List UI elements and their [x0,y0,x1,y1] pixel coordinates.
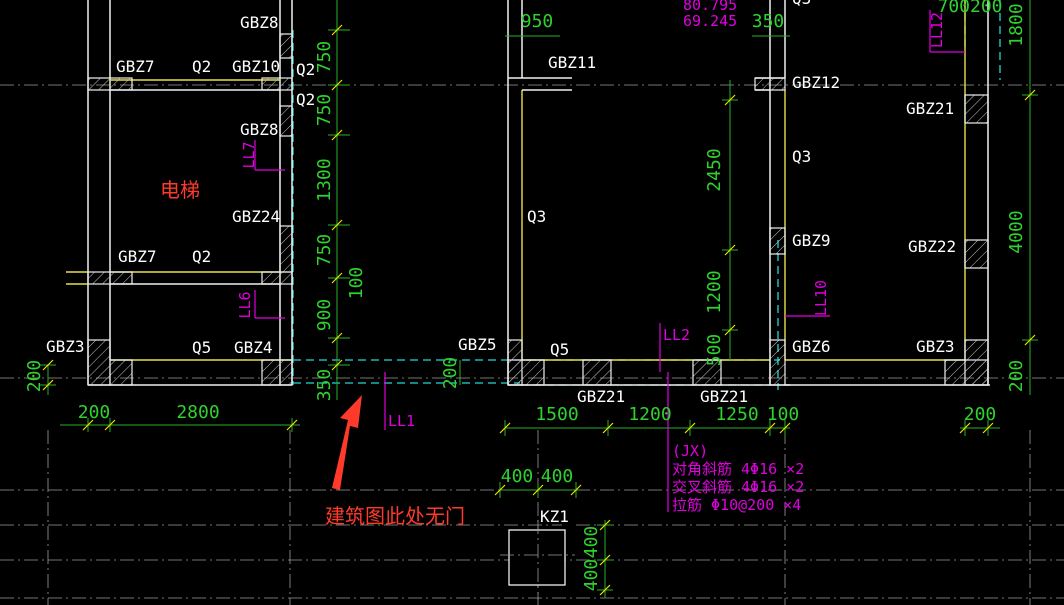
grid-lines [0,84,1064,605]
dim-200-h: 200 [78,402,111,423]
walls [66,0,990,386]
label-gbz24: GBZ24 [232,207,280,226]
label-q2-side-a: Q2 [296,60,315,79]
label-gbz10: GBZ10 [232,57,280,76]
label-gbz7-top: GBZ7 [116,57,155,76]
dim-200-left: 200 [24,360,45,393]
dim-200-mid: 200 [440,357,461,390]
label-gbz8-mid: GBZ8 [240,120,279,139]
dim-1500: 1500 [535,404,578,425]
dim-400c: 400 [581,526,602,559]
beam-note-line2: 交叉斜筋 4Φ16 ×2 [672,478,804,496]
beam-note-title: (JX) [672,442,708,460]
beam-ll7: LL7 [240,141,258,168]
label-gbz7-mid: GBZ7 [118,247,157,266]
dim-400b: 400 [541,466,574,487]
dim-1250: 1250 [715,404,758,425]
label-q3-right: Q3 [792,147,811,166]
label-gbz6: GBZ6 [792,337,831,356]
dim-400a: 400 [501,466,534,487]
axis-lines [292,0,1001,390]
label-q2-mid: Q2 [192,247,211,266]
label-q3-top: Q3 [792,0,811,8]
dim-750b: 750 [314,94,335,127]
annotation-arrow [332,395,362,490]
label-gbz22: GBZ22 [908,237,956,256]
dim-1200-h: 1200 [628,404,671,425]
beam-ll10: LL10 [812,280,830,316]
label-gbz3-right: GBZ3 [916,337,955,356]
elevation-top2: 69.245 [683,12,737,30]
label-q5-mid: Q5 [550,340,569,359]
beam-note-line1: 对角斜筋 4Φ16 ×2 [672,460,804,478]
dim-700200: 700200 [937,0,1002,17]
beam-note-line3: 拉筋 Φ10@200 ×4 [672,496,801,514]
dim-1800: 1800 [1006,3,1027,46]
elevator-label: 电梯 [160,178,200,202]
label-gbz5: GBZ5 [458,335,497,354]
kz-column [500,508,575,600]
label-q2-top: Q2 [192,57,211,76]
label-gbz11: GBZ11 [548,53,596,72]
dim-400d: 400 [581,559,602,592]
dim-750c: 750 [314,234,335,267]
dimension-ticks [42,24,1036,596]
dim-500: 500 [704,334,725,367]
label-q2-side-b: Q2 [296,90,315,109]
beam-ll2: LL2 [663,326,690,344]
label-gbz12: GBZ12 [792,73,840,92]
label-gbz3-left: GBZ3 [46,337,85,356]
dim-350-vertical: 350 [314,369,335,402]
hatched-columns [87,33,989,386]
beam-ll1: LL1 [388,412,415,430]
dimension-texts: 750 750 1300 750 900 100 350 200 200 280… [24,0,1027,591]
wall-labels: GBZ8 GBZ7 Q2 GBZ10 Q2 Q2 GBZ8 GBZ24 GBZ7… [46,0,956,526]
label-q5-left: Q5 [192,338,211,357]
dim-2450: 2450 [704,148,725,191]
dim-1300: 1300 [314,158,335,201]
label-gbz8-top: GBZ8 [240,13,279,32]
label-q3-mid: Q3 [527,207,546,226]
label-gbz4: GBZ4 [234,338,273,357]
no-door-note: 建筑图此处无门 [325,504,465,528]
dim-200-right-h: 200 [964,404,997,425]
dim-1200-vertical: 1200 [704,270,725,313]
dim-750a: 750 [314,41,335,74]
beam-ll6: LL6 [236,291,254,318]
dim-100-vertical: 100 [346,267,367,300]
dim-200-right: 200 [1006,360,1027,393]
dim-950: 950 [521,11,554,32]
dim-900: 900 [314,299,335,332]
elevation-top1: 80.795 [683,0,737,14]
label-gbz21-right: GBZ21 [906,99,954,118]
beam-labels: LL7 LL6 LL1 LL2 LL10 LL12 80.795 69.245 … [236,0,946,514]
beam-leaders [254,10,965,512]
label-kz: KZ1 [540,507,569,526]
label-gbz21-b: GBZ21 [700,387,748,406]
dim-350-top: 350 [752,11,785,32]
dim-100-h: 100 [767,404,800,425]
label-gbz21-a: GBZ21 [577,387,625,406]
dim-4000: 4000 [1006,210,1027,253]
dim-2800: 2800 [176,402,219,423]
label-gbz9: GBZ9 [792,231,831,250]
beam-ll12: LL12 [928,12,946,48]
